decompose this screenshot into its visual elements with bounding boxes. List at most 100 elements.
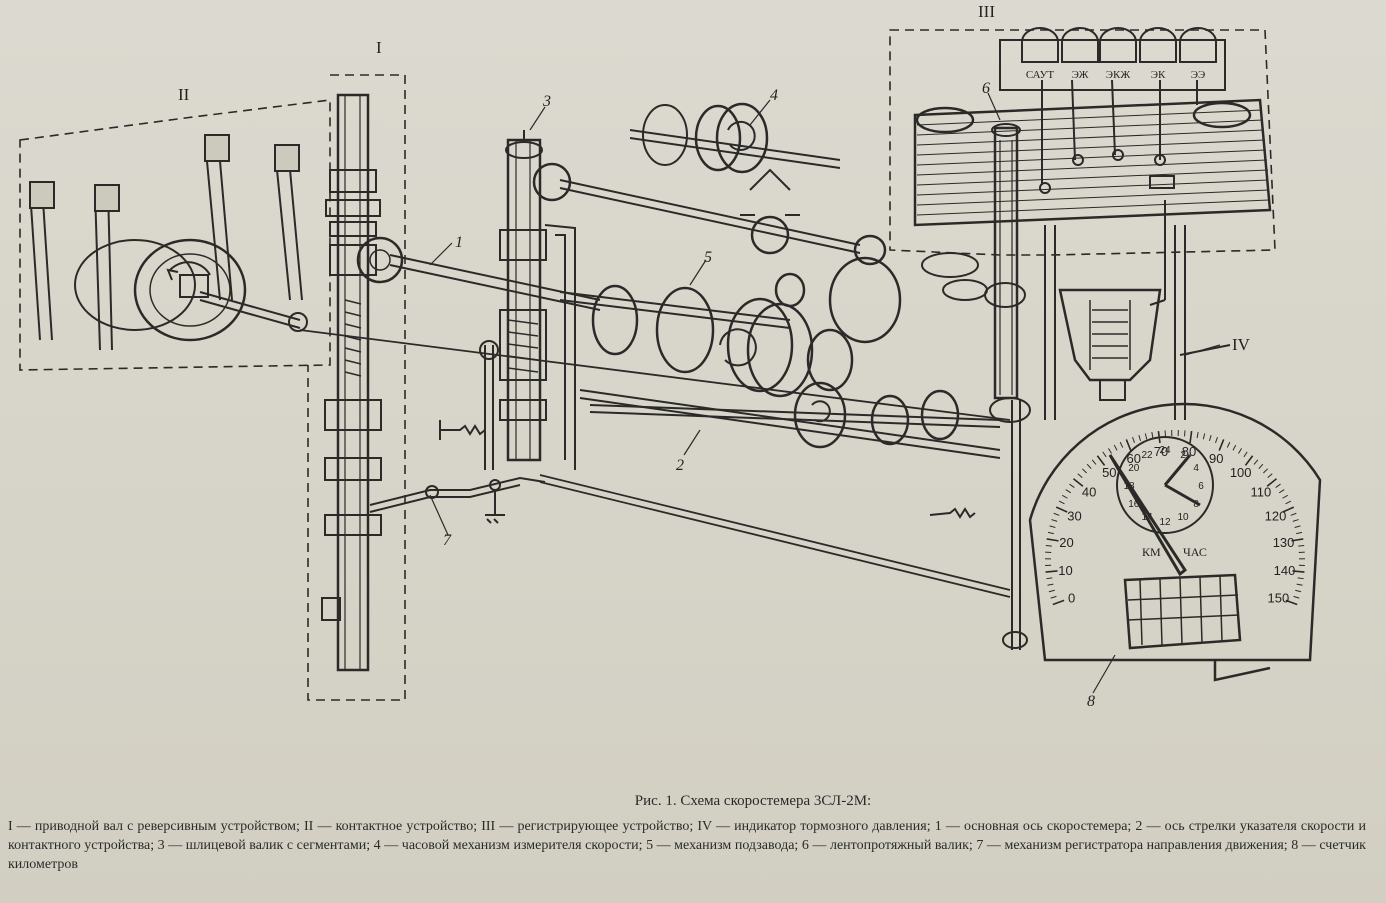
- speed-tick: [1232, 444, 1237, 451]
- clock-tick-label: 6: [1198, 481, 1204, 492]
- speed-tick: [1189, 430, 1193, 444]
- key-label-0: САУТ: [1026, 69, 1055, 81]
- speed-tick: [1253, 459, 1259, 465]
- register-device: САУТ ЭЖ ЭКЖ ЭК ЭЭ: [913, 27, 1272, 227]
- speed-tick: [1086, 463, 1092, 469]
- speed-tick-label: 60: [1127, 451, 1141, 466]
- speed-tick: [1278, 489, 1285, 494]
- speed-tick: [1046, 577, 1053, 580]
- clock-hands: [1163, 454, 1201, 507]
- figure-caption: Рис. 1. Схема скоростемера 3СЛ-2М: I — п…: [0, 792, 1386, 874]
- speed-tick: [1292, 570, 1305, 573]
- key-label-3: ЭК: [1151, 69, 1166, 81]
- speed-tick: [1050, 595, 1057, 599]
- clock-face: [1116, 436, 1214, 534]
- callout-1: 1: [455, 234, 463, 251]
- frame-II: [19, 99, 331, 371]
- speed-tick: [1065, 489, 1072, 494]
- speed-tick: [1295, 589, 1302, 593]
- speed-tick-label: 70: [1154, 444, 1168, 459]
- speed-tick-label: 140: [1274, 563, 1296, 578]
- speed-tick-label: 120: [1265, 508, 1287, 523]
- callout-2: 2: [676, 457, 684, 474]
- callout-4: 4: [770, 87, 778, 104]
- speed-tick: [1045, 545, 1052, 547]
- clock-tick-label: 20: [1128, 463, 1140, 474]
- speed-tick: [1049, 525, 1056, 528]
- callout-6: 6: [982, 80, 990, 97]
- label-block-I: I: [376, 38, 382, 57]
- speed-scale: [1045, 430, 1305, 606]
- speed-tick-label: 110: [1251, 484, 1272, 499]
- caption-title: Рис. 1. Схема скоростемера 3СЛ-2М:: [634, 793, 872, 809]
- speed-tick: [1282, 494, 1288, 499]
- speed-tick: [1048, 589, 1055, 593]
- key-label-4: ЭЭ: [1191, 69, 1206, 81]
- km-counter: [1123, 573, 1242, 650]
- speed-tick: [1290, 512, 1297, 516]
- key-label-2: ЭКЖ: [1106, 69, 1131, 81]
- speed-tick-label: 80: [1182, 444, 1196, 459]
- speed-tick: [1058, 500, 1065, 505]
- speed-tick: [1282, 506, 1295, 513]
- gear-train: [591, 234, 960, 449]
- speed-tick-label: 40: [1082, 484, 1096, 499]
- splined-shaft: [499, 130, 576, 470]
- speed-tick: [1285, 500, 1292, 505]
- tape-feed-roller: [921, 123, 1031, 650]
- speed-tick: [1293, 595, 1300, 599]
- speed-tick: [1096, 455, 1106, 466]
- label-block-III: III: [978, 2, 995, 21]
- speed-tick: [1208, 434, 1212, 442]
- speed-tick: [1226, 441, 1231, 448]
- callout-5: 5: [704, 249, 712, 266]
- speed-tick: [1045, 570, 1058, 573]
- unit-km: КМ: [1142, 545, 1161, 559]
- speed-tick: [1294, 525, 1301, 528]
- speed-tick: [1196, 431, 1199, 439]
- clock-tick-label: 2: [1180, 450, 1186, 461]
- clock-tick-label: 24: [1159, 445, 1171, 456]
- speed-tick: [1266, 478, 1278, 487]
- speed-tick: [1291, 538, 1304, 542]
- speed-tick: [1151, 431, 1154, 439]
- key-label-1: ЭЖ: [1072, 69, 1089, 81]
- frame-I: [307, 74, 406, 701]
- speed-tick: [1062, 494, 1068, 499]
- speed-tick-label: 20: [1059, 535, 1073, 550]
- speed-tick: [1113, 444, 1118, 451]
- speed-tick: [1091, 459, 1097, 465]
- speed-tick-label: 90: [1209, 451, 1223, 466]
- speed-tick: [1296, 583, 1303, 586]
- speed-tick: [1102, 451, 1107, 458]
- speed-tick: [1298, 545, 1305, 547]
- callout-8: 8: [1087, 693, 1095, 710]
- speed-tick: [1218, 439, 1225, 451]
- label-block-II: II: [178, 85, 190, 104]
- speed-tick: [1144, 433, 1148, 440]
- speed-tick: [1292, 519, 1299, 522]
- speed-tick: [1202, 433, 1206, 440]
- speed-tick: [1297, 577, 1304, 580]
- speed-tick-label: 130: [1273, 535, 1295, 550]
- speed-tick: [1119, 441, 1124, 448]
- contact-device: [29, 134, 303, 351]
- speed-tick-label: 50: [1102, 465, 1116, 480]
- speed-tick: [1077, 473, 1083, 479]
- speed-tick: [1125, 439, 1132, 451]
- clock-tick-label: 12: [1159, 517, 1171, 528]
- speed-tick: [1051, 519, 1058, 522]
- speed-tick-label: 150: [1268, 591, 1290, 606]
- speed-tick: [1138, 434, 1142, 442]
- brake-pressure-indicator: [1044, 200, 1231, 420]
- clock-tick-label: 4: [1193, 463, 1199, 474]
- label-block-IV: IV: [1232, 335, 1251, 354]
- speed-tick: [1108, 448, 1112, 454]
- caption-body: I — приводной вал с реверсивным устройст…: [8, 819, 1366, 872]
- speed-tick: [1053, 512, 1060, 516]
- speed-tick: [1244, 455, 1254, 466]
- clock-mechanism: [629, 102, 841, 174]
- speed-tick: [1263, 468, 1269, 474]
